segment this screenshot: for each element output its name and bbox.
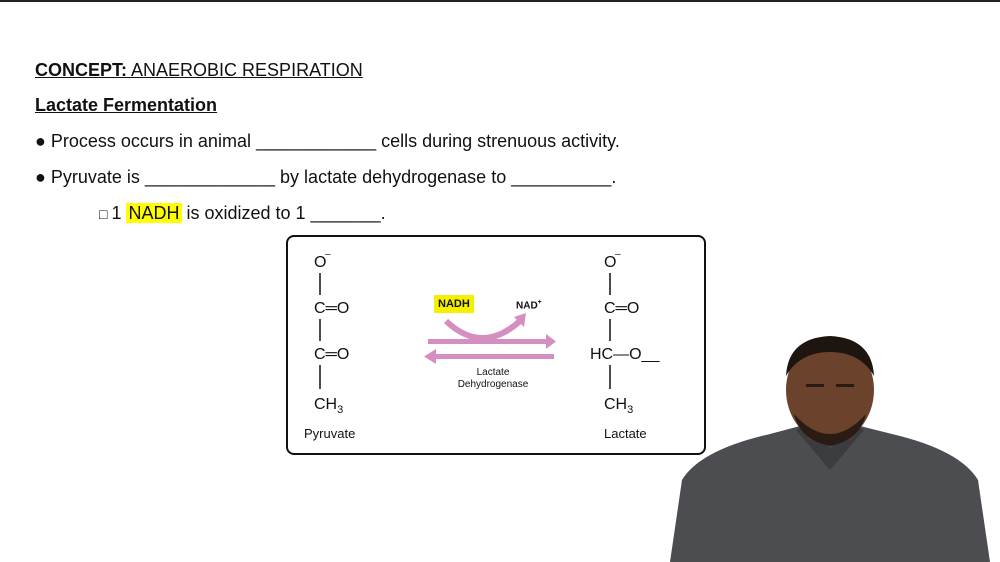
pyruvate-row2: C═O xyxy=(314,346,349,363)
lactate-ch3: CH3 xyxy=(604,396,633,416)
concept-heading: CONCEPT: ANAEROBIC RESPIRATION xyxy=(35,60,363,81)
presenter-video xyxy=(670,336,990,562)
enzyme-line-1: Lactate xyxy=(476,367,510,378)
sub-bullet-pre: 1 xyxy=(111,203,127,223)
reaction-diagram: O – C═O C═O CH3 Pyruvate O – C═O HC—O xyxy=(286,235,706,455)
nadh-highlight: NADH xyxy=(126,203,182,223)
concept-label: CONCEPT: xyxy=(35,60,128,80)
pyruvate-label: Pyruvate xyxy=(304,426,355,441)
lactate-label: Lactate xyxy=(604,426,647,441)
lactate-row1: C═O xyxy=(604,300,639,317)
lactate-row2: HC—O__ xyxy=(590,346,660,363)
reaction-arrows xyxy=(424,313,556,364)
reaction-svg: O – C═O C═O CH3 Pyruvate O – C═O HC—O xyxy=(304,249,660,441)
sub-bullet-post: is oxidized to 1 _______. xyxy=(181,203,386,223)
pyruvate-charge: – xyxy=(325,249,331,260)
bullet-2: ● Pyruvate is _____________ by lactate d… xyxy=(35,167,617,187)
nad-plus-label: NAD+ xyxy=(516,299,542,312)
enzyme-label: Lactate Dehydrogenase xyxy=(438,367,548,391)
bullet-1: ● Process occurs in animal ____________ … xyxy=(35,131,620,151)
pyruvate-o-minus: O xyxy=(314,254,326,271)
lactate-charge: – xyxy=(615,249,621,260)
lactate-o-minus: O xyxy=(604,254,616,271)
lactate-structure: O – C═O HC—O__ CH3 Lactate xyxy=(590,249,660,441)
enzyme-line-2: Dehydrogenase xyxy=(457,379,529,390)
sub-bullet: □1 NADH is oxidized to 1 _______. xyxy=(99,203,386,224)
nadh-badge: NADH xyxy=(434,295,474,313)
concept-title: ANAEROBIC RESPIRATION xyxy=(127,60,363,80)
pyruvate-row1: C═O xyxy=(314,300,349,317)
section-title: Lactate Fermentation xyxy=(35,95,218,115)
top-divider xyxy=(0,0,1000,2)
pyruvate-ch3: CH3 xyxy=(314,396,343,416)
pyruvate-structure: O – C═O C═O CH3 Pyruvate xyxy=(304,249,355,441)
checkbox-icon: □ xyxy=(99,206,108,222)
